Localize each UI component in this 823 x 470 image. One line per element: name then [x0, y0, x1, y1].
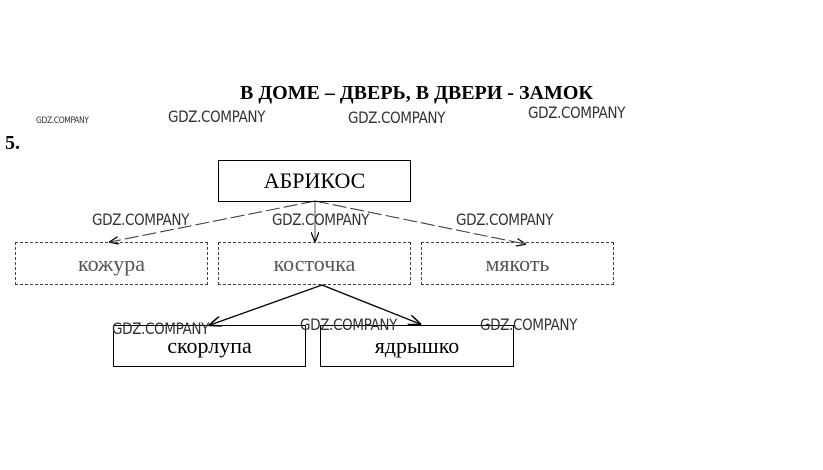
watermark: GDZ.COMPANY: [168, 107, 266, 126]
node-root: АБРИКОС: [218, 160, 411, 202]
task-number: 5.: [5, 132, 20, 154]
node-myakot: мякоть: [421, 242, 614, 285]
watermark: GDZ.COMPANY: [112, 319, 210, 338]
watermark: GDZ.COMPANY: [528, 103, 626, 122]
node-yadryshko: ядрышко: [320, 325, 514, 367]
watermark: GDZ.COMPANY: [456, 210, 554, 229]
node-kostochka: косточка: [218, 242, 411, 285]
arrow-kostochka-yadryshko: [321, 284, 420, 324]
arrow-root-kozhura: [110, 200, 316, 242]
arrow-kostochka-skorlupa: [210, 284, 323, 325]
heading: В ДОМЕ – ДВЕРЬ, В ДВЕРИ - ЗАМОК: [240, 82, 593, 104]
watermark: GDZ.COMPANY: [480, 315, 578, 334]
watermark: GDZ.COMPANY: [92, 210, 190, 229]
watermark: GDZ.COMPANY: [272, 210, 370, 229]
node-kozhura: кожура: [15, 242, 208, 285]
watermark: GDZ.COMPANY: [348, 108, 446, 127]
watermark: GDZ.COMPANY: [300, 315, 398, 334]
node-skorlupa: скорлупа: [113, 325, 306, 367]
watermark: GDZ.COMPANY: [36, 116, 89, 126]
